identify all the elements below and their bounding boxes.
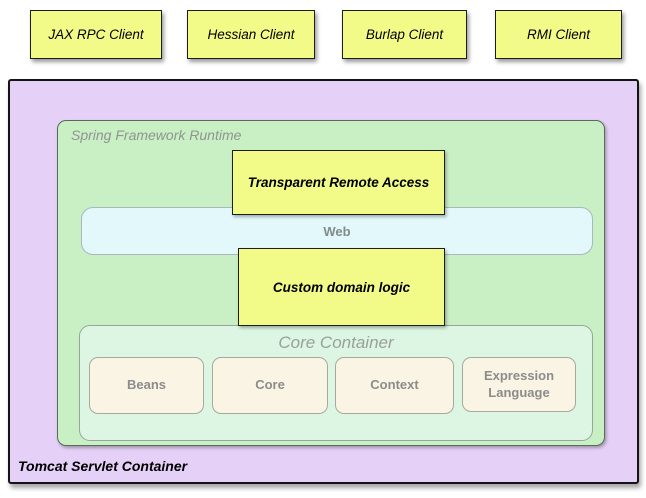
tomcat-servlet-container: Spring Framework Runtime Web Core Contai… [8, 79, 639, 484]
tomcat-label: Tomcat Servlet Container [18, 458, 188, 474]
module-expression-language: Expression Language [462, 357, 576, 412]
client-box-burlap: Burlap Client [342, 10, 467, 59]
client-box-rmi: RMI Client [495, 10, 622, 59]
module-core: Core [212, 357, 328, 414]
core-container-label: Core Container [278, 333, 394, 352]
spring-framework-runtime: Spring Framework Runtime Web Core Contai… [57, 120, 605, 446]
client-box-hessian: Hessian Client [187, 10, 315, 59]
transparent-remote-access-box: Transparent Remote Access [232, 150, 445, 215]
custom-domain-logic-box: Custom domain logic [238, 248, 445, 326]
core-container: Core Container Beans Core Context Expres… [79, 325, 593, 441]
module-beans: Beans [89, 357, 204, 414]
spring-runtime-label: Spring Framework Runtime [71, 127, 242, 143]
client-box-jax-rpc: JAX RPC Client [30, 10, 162, 59]
module-context: Context [335, 357, 454, 414]
